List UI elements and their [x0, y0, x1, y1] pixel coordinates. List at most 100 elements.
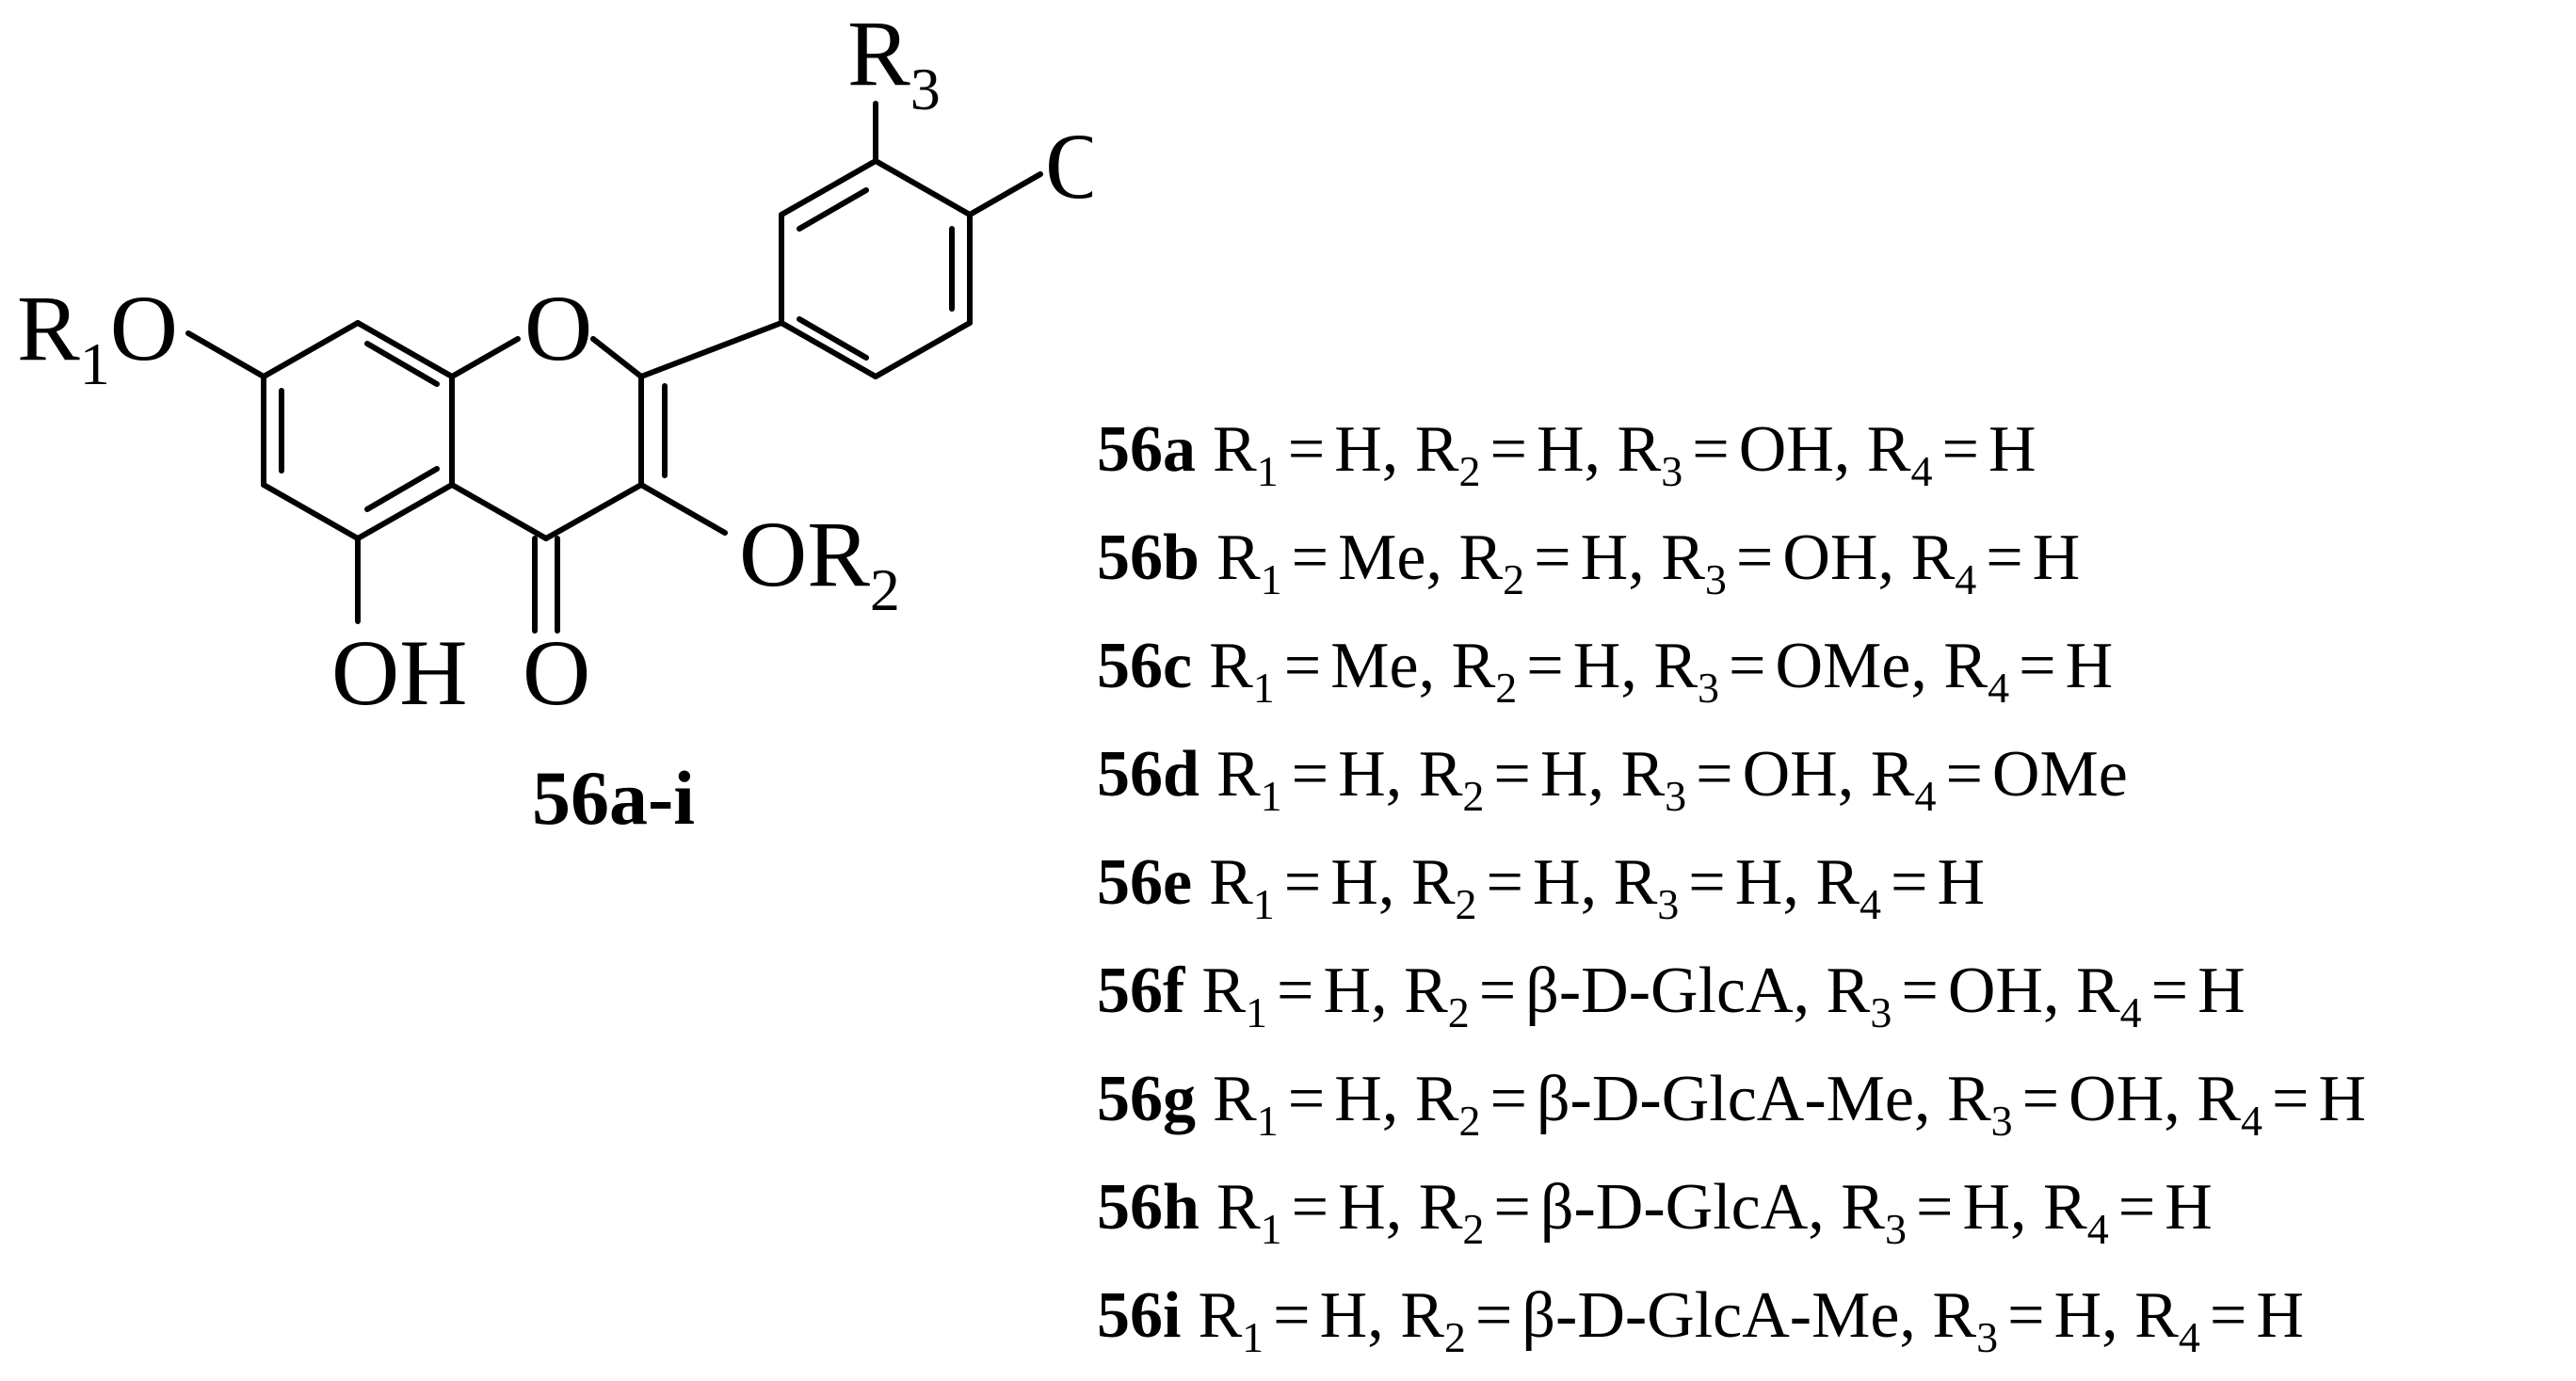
substituent-value: β-D-GlcA-Me	[1521, 1279, 1900, 1352]
substituent-r4: R4=H	[1943, 630, 2114, 712]
substituent-r1: R1=H,	[1201, 955, 1388, 1036]
substituent-value: H	[2032, 522, 2081, 594]
substituent-value: H	[1539, 738, 1588, 811]
r1o-label: R1O	[17, 276, 178, 397]
compound-id: 56a	[1097, 413, 1196, 486]
hydroxyl-label: OH	[331, 620, 467, 725]
substituent-value: H	[1988, 413, 2037, 486]
compound-id: 56d	[1097, 738, 1199, 811]
substituent-r4: R4=H	[2043, 1171, 2213, 1253]
bond	[355, 320, 455, 379]
substituent-value: OH	[1742, 738, 1838, 811]
substituent-value: H	[2318, 1063, 2367, 1135]
substituent-r4: R4=H	[2075, 955, 2246, 1036]
substituent-r2: R2=β-D-GlcA,	[1404, 955, 1811, 1036]
bond	[261, 320, 361, 379]
substituent-r3: R3=OH,	[1620, 738, 1855, 820]
carbonyl-oxygen-label: O	[523, 620, 590, 725]
substituent-r1: R1=H,	[1213, 1063, 1399, 1145]
substituent-r1: R1=H,	[1209, 846, 1395, 928]
substituent-r4: R4=H	[2134, 1279, 2304, 1361]
substituent-value: H	[1338, 1171, 1386, 1244]
atom-labels: R1O O R3 OR4 OR2 OH O 56a-i	[17, 1, 1092, 841]
substituent-r1: R1=H,	[1216, 738, 1403, 820]
substituent-r1: R1=H,	[1216, 1171, 1403, 1253]
substituent-r3: R3=OH,	[1826, 955, 2060, 1036]
substituent-value: H	[1937, 846, 1986, 919]
structure-compound-label: 56a-i	[532, 755, 695, 841]
bond	[638, 482, 728, 536]
substituent-value: H	[1319, 1279, 1368, 1352]
substituent-value: H	[1962, 1171, 2011, 1244]
substituent-r4: R4=H	[1815, 846, 1986, 928]
bonds	[185, 101, 1043, 634]
substituent-value: H	[1533, 846, 1581, 919]
substituent-r3: R3=H,	[1613, 846, 1799, 928]
substituent-r2: R2=H,	[1410, 846, 1598, 928]
substituent-value: OH	[1782, 522, 1878, 594]
bond	[449, 336, 521, 379]
flavonol-structure: R1O O R3 OR4 OR2 OH O 56a-i	[17, 1, 1092, 841]
double-bond-inner	[797, 187, 869, 232]
substituent-value: H	[2053, 1279, 2102, 1352]
r3-label: R3	[847, 1, 941, 122]
bond	[355, 482, 455, 541]
substituent-value: H	[1580, 522, 1629, 594]
substituent-r4: R4=OMe	[1870, 738, 2128, 820]
substituent-value: H	[2256, 1279, 2304, 1352]
substituent-value: H	[1572, 630, 1621, 702]
substituent-r2: R2=H,	[1414, 413, 1601, 495]
bond	[967, 171, 1043, 217]
substituent-r3: R3=OH,	[1946, 1063, 2181, 1145]
bond	[590, 336, 644, 379]
bond	[638, 320, 784, 379]
substituent-r3: R3=H,	[1841, 1171, 2027, 1253]
substituent-value: H	[1323, 955, 1372, 1027]
double-bond-inner	[797, 316, 869, 361]
substituent-r2: R2=β-D-GlcA,	[1418, 1171, 1825, 1253]
substituent-r2: R2=β-D-GlcA-Me,	[1414, 1063, 1931, 1145]
substituent-r1: R1=H,	[1213, 413, 1399, 495]
substituent-value: β-D-GlcA	[1539, 1171, 1809, 1244]
or4-label: OR4	[1045, 114, 1092, 235]
substituent-r2: R2=H,	[1458, 522, 1645, 603]
compound-id: 56i	[1097, 1279, 1182, 1352]
compound-id: 56h	[1097, 1171, 1199, 1244]
substituent-r4: R4=H	[2197, 1063, 2367, 1145]
substituent-r3: R3=OH,	[1661, 522, 1894, 603]
substituent-r3: R3=H,	[1932, 1279, 2118, 1361]
substituent-value: H	[1734, 846, 1783, 919]
compound-id: 56c	[1097, 630, 1193, 702]
bond	[543, 482, 644, 541]
substituent-r2: R2=β-D-GlcA-Me,	[1400, 1279, 1916, 1361]
substituent-value: β-D-GlcA	[1525, 955, 1794, 1027]
substituent-value: H	[1338, 738, 1386, 811]
compound-id: 56g	[1097, 1063, 1196, 1135]
substituent-value: OH	[1738, 413, 1834, 486]
substituent-value: H	[2065, 630, 2114, 702]
double-bond-inner	[364, 466, 440, 512]
substituent-value: H	[1334, 413, 1382, 486]
substituent-value: H	[2165, 1171, 2213, 1244]
substituent-value: H	[1334, 1063, 1382, 1135]
bond	[779, 320, 878, 379]
substituent-r3: R3=OH,	[1617, 413, 1851, 495]
substituent-r2: R2=H,	[1451, 630, 1637, 712]
bond	[779, 158, 878, 217]
substituent-value: H	[1330, 846, 1378, 919]
substituent-value: β-D-GlcA-Me	[1536, 1063, 1914, 1135]
bond	[449, 482, 549, 541]
double-bond-inner	[364, 341, 440, 387]
substituent-value: H	[1536, 413, 1585, 486]
ring-oxygen-label: O	[524, 276, 592, 380]
substituent-value: OMe	[1775, 630, 1911, 702]
substituent-r1: R1=Me,	[1209, 630, 1436, 712]
